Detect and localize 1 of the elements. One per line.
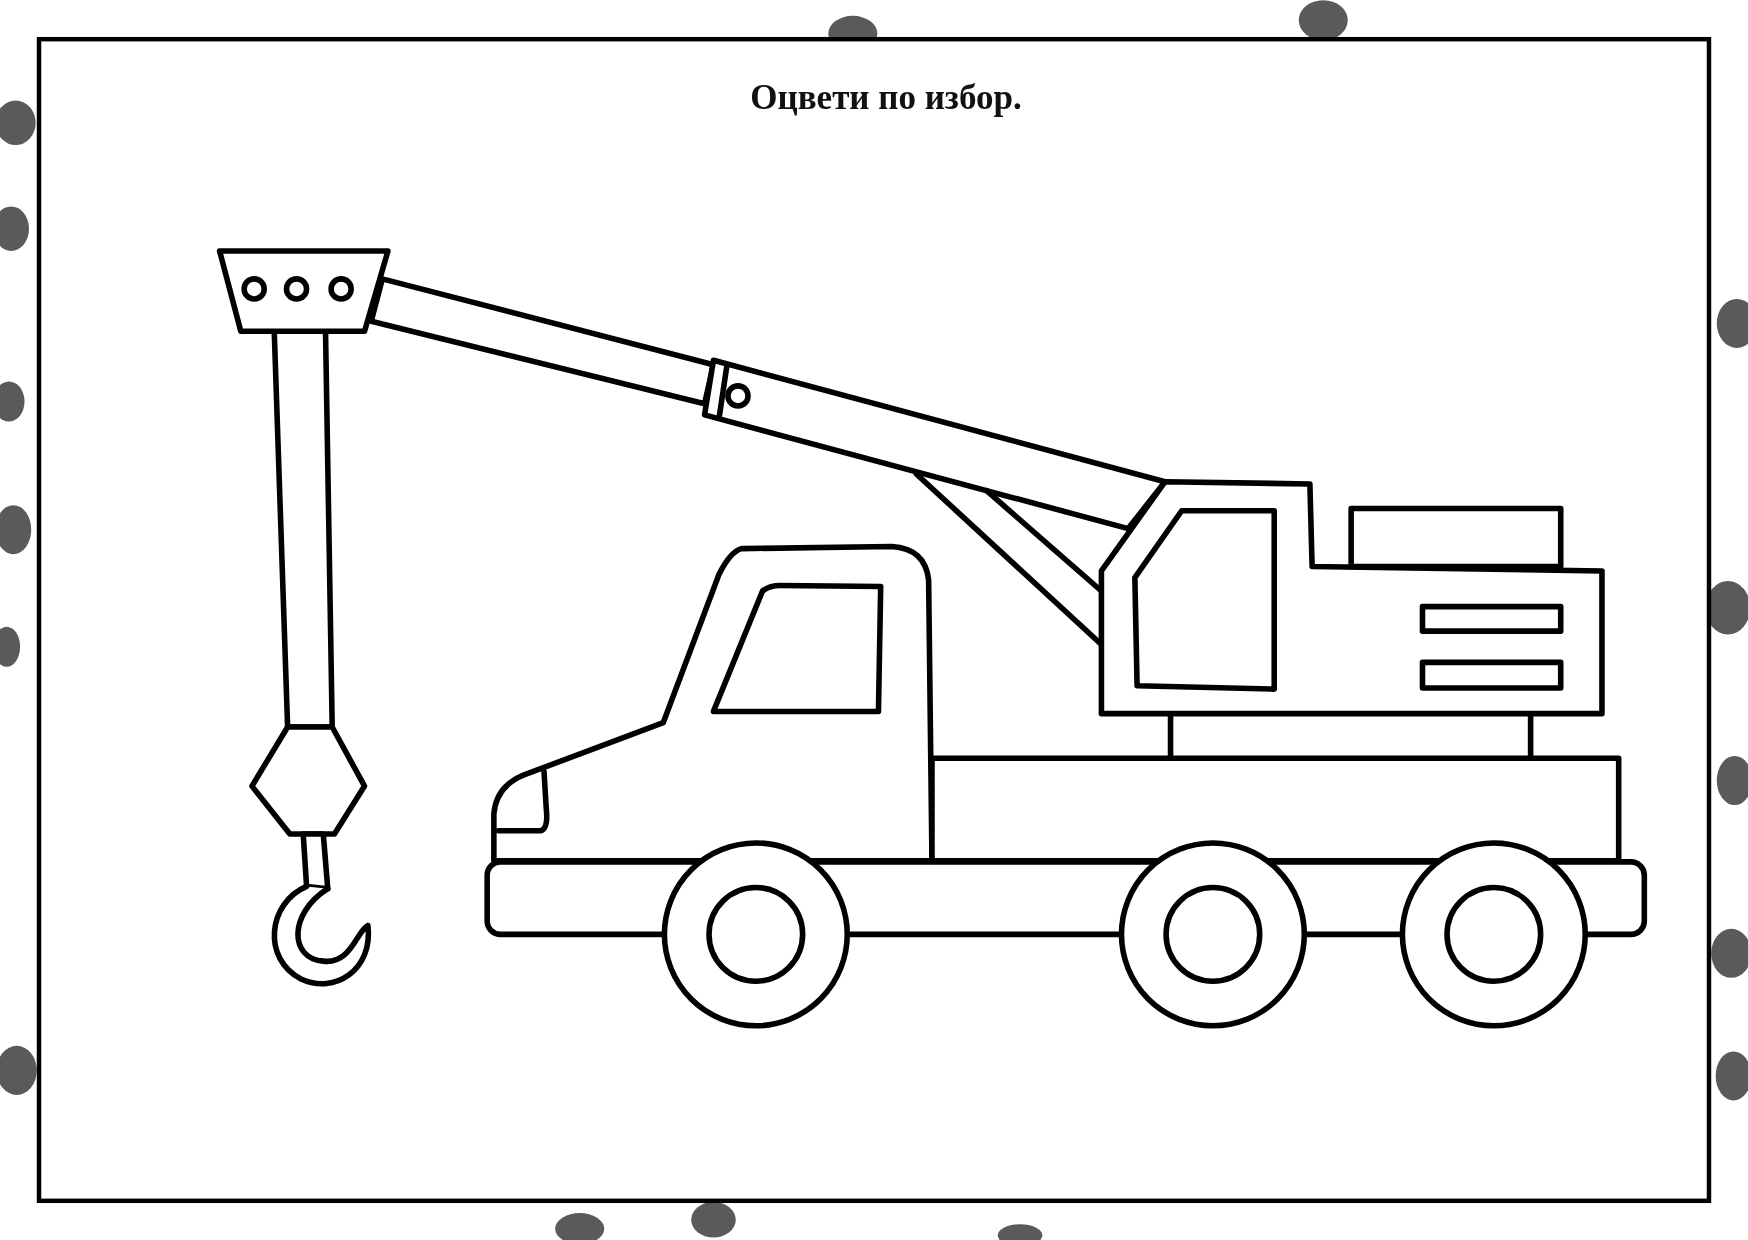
worksheet-title: Оцвети по избор. <box>750 78 1022 118</box>
